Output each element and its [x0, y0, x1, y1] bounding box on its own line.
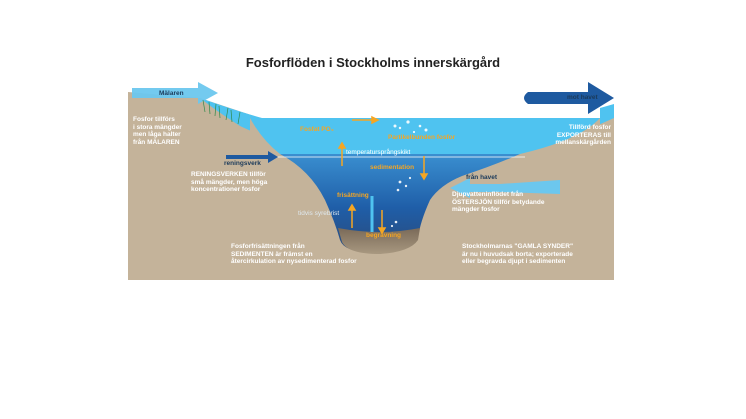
malaren-description: Fosfor tillförs i stora mängder men låga… [133, 116, 182, 146]
fosfat-label: Fosfat PO₄ [300, 126, 334, 133]
syrebrist-label: tidvis syrebrist [298, 210, 340, 217]
ostersjon-description: Djupvatteninflödet från ÖSTERSJÖN tillfö… [452, 191, 545, 214]
mot-havet-arrow [524, 82, 614, 114]
deep-basin [280, 154, 520, 253]
particles-decoration [390, 120, 428, 228]
frisattning-label: frisättning [337, 192, 369, 199]
sediment-description: Fosforfrisättningen från SEDIMENTEN är f… [231, 243, 357, 266]
surface-water-body [250, 118, 600, 154]
begravning-label: begravning [366, 232, 402, 239]
reningsverk-arrow [226, 151, 278, 163]
fran-havet-label: från havet [466, 174, 498, 181]
orange-flow-arrows [337, 115, 429, 235]
mot-havet-label: mot havet [567, 94, 598, 101]
surface-left-slope [250, 118, 280, 154]
thermocline-label: temperatursprångskikt [346, 149, 411, 156]
reeds-decoration [202, 99, 241, 125]
reningsverk-label: reningsverk [224, 160, 261, 167]
fran-havet-arrow [450, 178, 560, 198]
reningsverk-description: RENINGSVERKEN tillför små mängder, men h… [191, 171, 268, 194]
export-description: Tillförd fosfor EXPORTERAS till mellansk… [555, 124, 611, 147]
diagram-title: Fosforflöden i Stockholms innerskärgård [245, 55, 501, 70]
sedimentation-label: sedimentation [370, 164, 415, 171]
partikelbunden-label: Partikelbunden fosfor [388, 134, 456, 141]
sediment [338, 228, 420, 254]
gamla-synder-description: Stockholmarnas "GAMLA SYNDER" är nu i hu… [462, 243, 574, 266]
malaren-label: Mälaren [159, 90, 184, 97]
surface-right-slope [520, 118, 600, 154]
malaren-arrow [132, 82, 218, 104]
